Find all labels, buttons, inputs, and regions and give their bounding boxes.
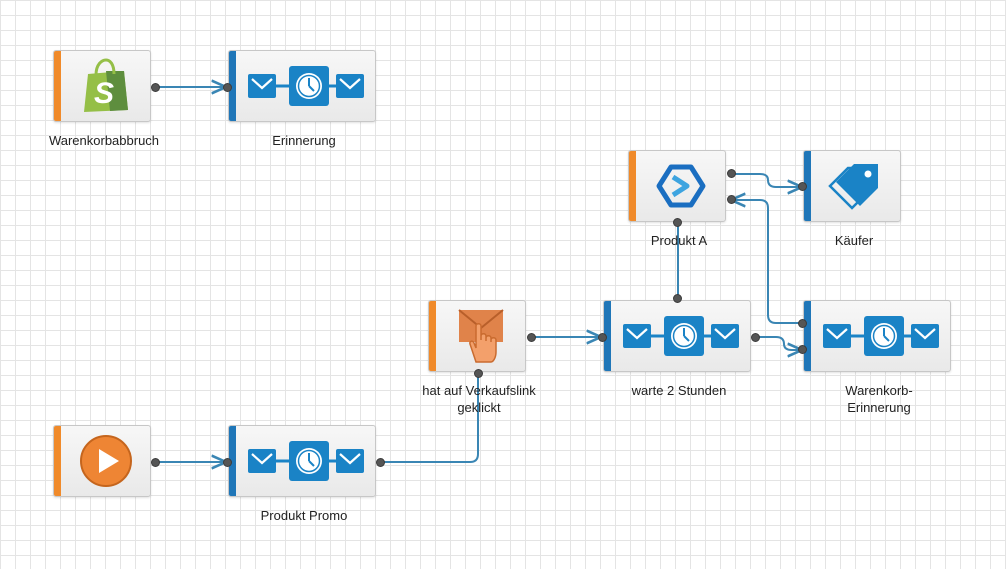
connection-line — [731, 173, 802, 187]
input-port[interactable] — [798, 182, 807, 191]
email-click-icon — [436, 301, 525, 371]
node-stripe — [804, 151, 811, 221]
email-timer-email-icon — [811, 301, 950, 371]
input-port[interactable] — [223, 83, 232, 92]
node-stripe — [429, 301, 436, 371]
connection-line — [756, 336, 802, 350]
svg-text:S: S — [93, 77, 113, 110]
node-stripe — [54, 426, 61, 496]
node-stripe — [229, 426, 236, 496]
input-port[interactable] — [223, 458, 232, 467]
email-timer-email-icon — [236, 426, 375, 496]
input-port[interactable] — [474, 369, 483, 378]
node-stripe — [54, 51, 61, 121]
tag-node-kaeufer[interactable] — [803, 150, 901, 222]
connection-line — [381, 374, 479, 463]
event-node-verkaufslink[interactable] — [428, 300, 526, 372]
shopify-icon: S — [61, 51, 150, 121]
action-node-erinnerung[interactable] — [228, 50, 376, 122]
node-label-warenkorb-erinnerung: Warenkorb- Erinnerung — [845, 383, 913, 415]
output-port[interactable] — [751, 333, 760, 342]
connection-line — [731, 200, 802, 324]
play-icon — [61, 426, 150, 496]
start-node[interactable] — [53, 425, 151, 497]
node-label-kaeufer: Käufer — [834, 233, 874, 248]
input-port[interactable] — [673, 294, 682, 303]
node-label-erinnerung: Erinnerung — [272, 133, 336, 148]
node-label-produkt-a: Produkt A — [650, 233, 708, 248]
node-stripe — [629, 151, 636, 221]
input-port[interactable] — [727, 195, 736, 204]
email-timer-email-icon — [236, 51, 375, 121]
node-stripe — [604, 301, 611, 371]
output-port[interactable] — [673, 218, 682, 227]
input-port[interactable] — [598, 333, 607, 342]
node-stripe — [229, 51, 236, 121]
node-label-produkt-promo: Produkt Promo — [260, 508, 348, 523]
node-stripe — [804, 301, 811, 371]
node-label-verkaufslink: hat auf Verkaufslink geklickt — [422, 383, 536, 415]
tag-icon — [811, 151, 900, 221]
action-node-produkt-promo[interactable] — [228, 425, 376, 497]
output-port[interactable] — [727, 169, 736, 178]
action-node-warenkorb-erinnerung[interactable] — [803, 300, 951, 372]
output-port[interactable] — [376, 458, 385, 467]
input-port[interactable] — [798, 345, 807, 354]
output-port[interactable] — [151, 83, 160, 92]
trigger-node-warenkorbabbruch[interactable]: S — [53, 50, 151, 122]
node-label-warenkorbabbruch: Warenkorbabbruch — [48, 133, 160, 148]
output-port[interactable] — [151, 458, 160, 467]
node-label-warte: warte 2 Stunden — [631, 383, 727, 398]
email-timer-email-icon — [611, 301, 750, 371]
output-port[interactable] — [527, 333, 536, 342]
output-port[interactable] — [798, 319, 807, 328]
action-node-warte[interactable] — [603, 300, 751, 372]
product-node-produkt-a[interactable] — [628, 150, 726, 222]
product-logo-icon — [636, 151, 725, 221]
